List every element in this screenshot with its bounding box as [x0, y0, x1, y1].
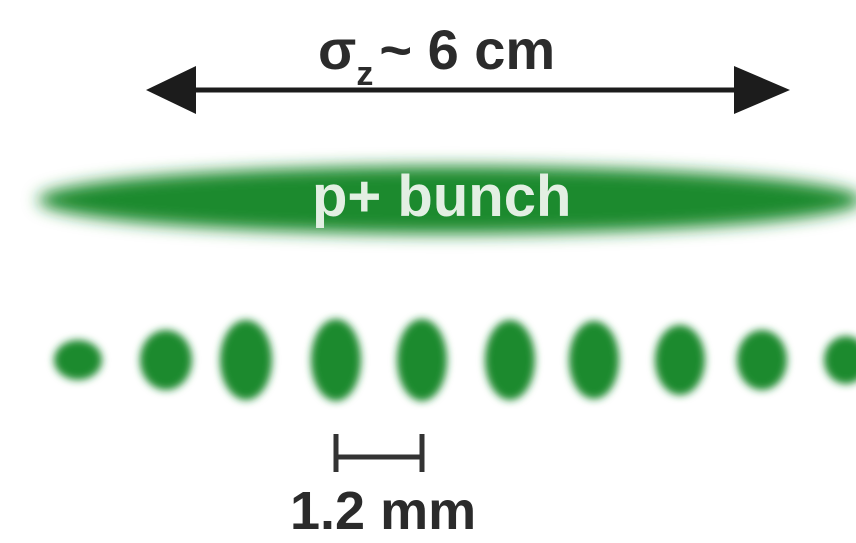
spacing-scale-bar [333, 434, 425, 472]
microbunch [220, 320, 272, 400]
microbunch-train [54, 319, 856, 401]
bunch-length-value: ~ 6 cm [379, 18, 556, 81]
microbunch [485, 320, 535, 400]
proton-bunch-label: p+ bunch [312, 164, 572, 229]
microbunch [54, 340, 102, 380]
sigma-symbol: σ [318, 18, 357, 81]
microbunch-spacing-label: 1.2 mm [290, 481, 477, 541]
proton-bunch [38, 166, 856, 234]
microbunch [397, 319, 447, 401]
bunch-length-arrow [146, 66, 790, 114]
bunch-length-label: σz~ 6 cm [318, 22, 555, 92]
sigma-subscript: z [356, 55, 374, 93]
microbunch [737, 330, 787, 390]
microbunch [824, 336, 856, 384]
microbunch [140, 330, 192, 390]
arrow-head-right [734, 66, 790, 114]
microbunch [569, 321, 619, 399]
arrow-head-left [146, 66, 196, 114]
microbunch [655, 325, 705, 395]
microbunch [311, 319, 361, 401]
